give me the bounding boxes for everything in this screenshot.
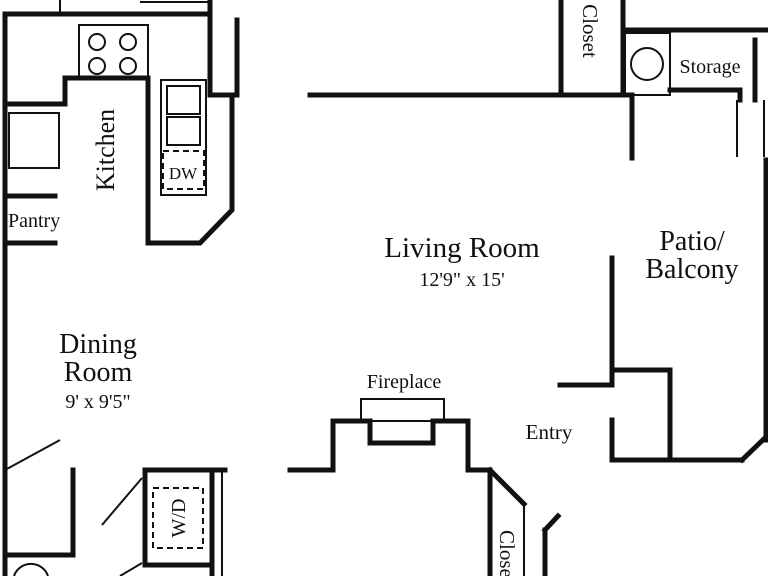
storage-label: Storage (679, 56, 740, 78)
top-closet-walls (307, 0, 768, 98)
washer-dryer (152, 487, 204, 549)
dishwasher (162, 150, 205, 190)
refrigerator (8, 112, 60, 169)
closet-top-label: Closet (578, 4, 602, 58)
kitchen-label: Kitchen (91, 109, 120, 191)
entry-label: Entry (526, 420, 573, 444)
closet-bottom-label: Closet (495, 530, 519, 576)
living-room-label: Living Room (384, 232, 540, 264)
bottom-closet-walls (486, 466, 562, 576)
fireplace (287, 398, 493, 473)
pantry-walls (2, 193, 58, 246)
washer-dryer-label: W/D (168, 499, 190, 538)
water-heater-box (624, 32, 671, 96)
dishwasher-label: DW (169, 164, 198, 183)
living-room-dims: 12'9" x 15' (419, 269, 504, 291)
fireplace-label: Fireplace (367, 371, 442, 393)
water-heater (630, 47, 664, 81)
laundry-walls (2, 439, 228, 576)
pantry-label: Pantry (8, 210, 60, 232)
patio-label-line2: Balcony (645, 254, 738, 285)
partial-circle-fixture (13, 562, 49, 576)
kitchen-walls (2, 0, 240, 576)
stove (78, 24, 149, 79)
dining-room-label-line2: Room (64, 357, 133, 388)
storage-walls (624, 32, 765, 161)
dining-room-label-line1: Dining (59, 329, 137, 360)
patio-label-line1: Patio/ (659, 226, 725, 257)
patio-walls (557, 157, 768, 464)
dining-room-dims: 9' x 9'5" (65, 391, 130, 413)
kitchen-counter (145, 75, 235, 246)
